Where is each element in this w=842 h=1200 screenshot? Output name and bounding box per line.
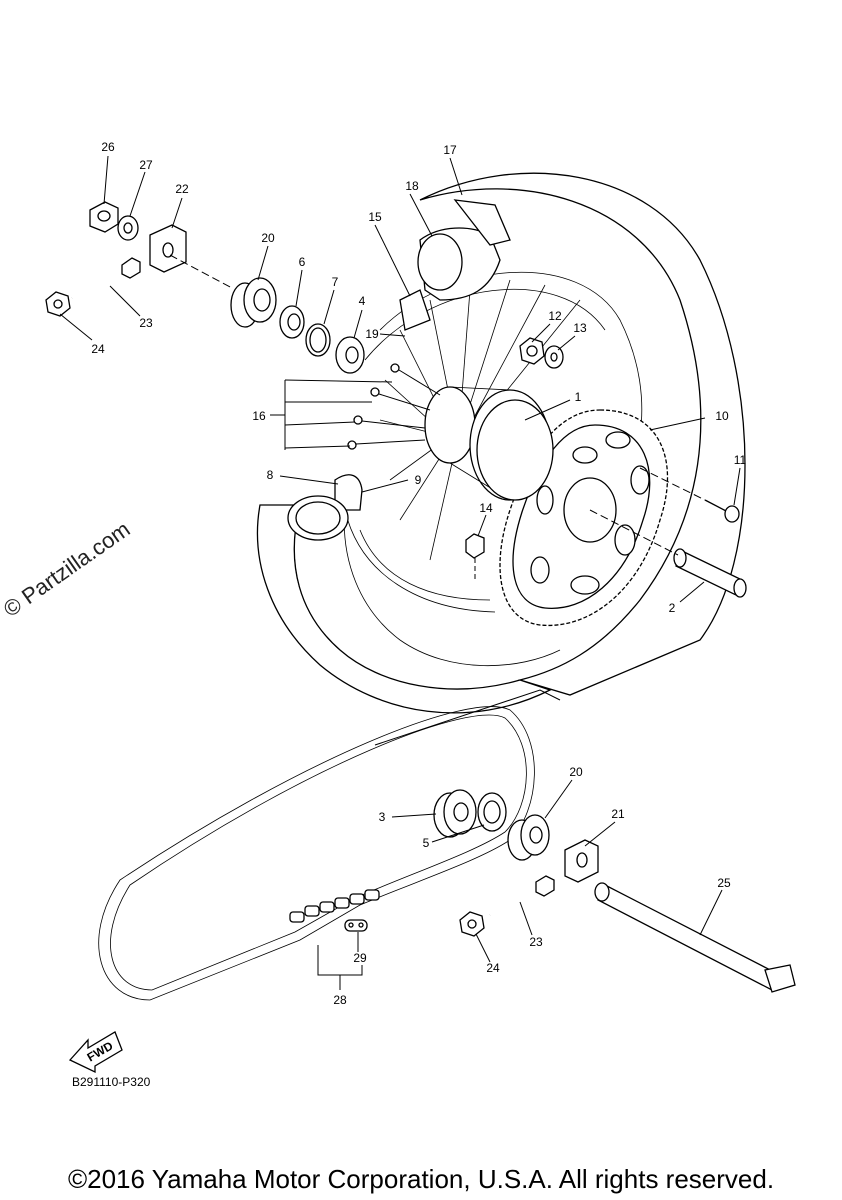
- callout-13: 13: [573, 321, 587, 335]
- nut-12: [519, 337, 545, 365]
- copyright-notice: ©2016 Yamaha Motor Corporation, U.S.A. A…: [67, 1164, 775, 1194]
- spacer-2: [673, 548, 747, 598]
- adjuster-block-22: [149, 224, 187, 273]
- bolt-11: [704, 499, 740, 523]
- diagram-code: B291110-P320: [72, 1075, 151, 1089]
- adjuster-block-21: [564, 839, 599, 883]
- callout-23-top: 23: [139, 316, 153, 330]
- collar-20-top: [230, 277, 277, 328]
- bearing-3: [433, 789, 477, 838]
- callout-12: 12: [548, 309, 562, 323]
- callout-21: 21: [611, 807, 625, 821]
- callout-3: 3: [379, 810, 386, 824]
- callout-19: 19: [365, 327, 379, 341]
- flange-nut-24-bottom: [459, 911, 485, 937]
- callout-16: 16: [252, 409, 266, 423]
- axle-25: [594, 882, 796, 993]
- callout-20-top: 20: [261, 231, 275, 245]
- hub-cap-8: [287, 474, 363, 541]
- callout-22: 22: [175, 182, 189, 196]
- callout-7: 7: [332, 275, 339, 289]
- callout-9: 9: [415, 473, 422, 487]
- washer-13: [544, 345, 564, 369]
- oil-seal-6: [279, 305, 305, 339]
- bearing-4: [335, 336, 365, 374]
- oil-seal-5: [477, 792, 507, 832]
- circlip-7: [305, 323, 331, 357]
- callout-24-bottom: 24: [486, 961, 500, 975]
- chain-joint-28: [289, 889, 380, 923]
- callout-10: 10: [715, 409, 729, 423]
- callout-24-top: 24: [91, 342, 105, 356]
- callout-4: 4: [359, 294, 366, 308]
- callout-8: 8: [267, 468, 274, 482]
- callout-labels: 26 27 22 20 6 7 4 23 24 17 18 15 19 12 1…: [91, 140, 746, 1007]
- bolt-23-bottom: [489, 875, 555, 917]
- tire: [256, 172, 746, 714]
- drive-chain: [98, 706, 535, 1001]
- hub-flange-ring: [476, 399, 554, 501]
- callout-5: 5: [423, 836, 430, 850]
- rim-band: [399, 199, 511, 331]
- collar-20-bottom: [507, 814, 550, 861]
- bolts-16: [347, 363, 441, 450]
- callout-27: 27: [139, 158, 153, 172]
- callout-1: 1: [575, 390, 582, 404]
- nut-26: [89, 201, 119, 233]
- callout-11: 11: [734, 453, 747, 467]
- leader-lines: [59, 155, 741, 990]
- callout-14: 14: [479, 501, 493, 515]
- sprocket: [499, 409, 668, 627]
- nut-14: [465, 533, 485, 580]
- callout-17: 17: [443, 143, 457, 157]
- fwd-arrow-icon: FWD: [68, 1031, 123, 1074]
- callout-28: 28: [333, 993, 347, 1007]
- callout-29: 29: [353, 951, 367, 965]
- flange-nut-24-top: [45, 291, 71, 317]
- callout-18: 18: [405, 179, 419, 193]
- callout-2: 2: [669, 601, 676, 615]
- chain-clip-29: [344, 919, 368, 932]
- bolt-23-top: [71, 257, 141, 300]
- callout-6: 6: [299, 255, 306, 269]
- callout-25: 25: [717, 876, 731, 890]
- callout-15: 15: [368, 210, 382, 224]
- washer-27: [117, 215, 139, 241]
- callout-23-bottom: 23: [529, 935, 543, 949]
- callout-20-bottom: 20: [569, 765, 583, 779]
- callout-26: 26: [101, 140, 115, 154]
